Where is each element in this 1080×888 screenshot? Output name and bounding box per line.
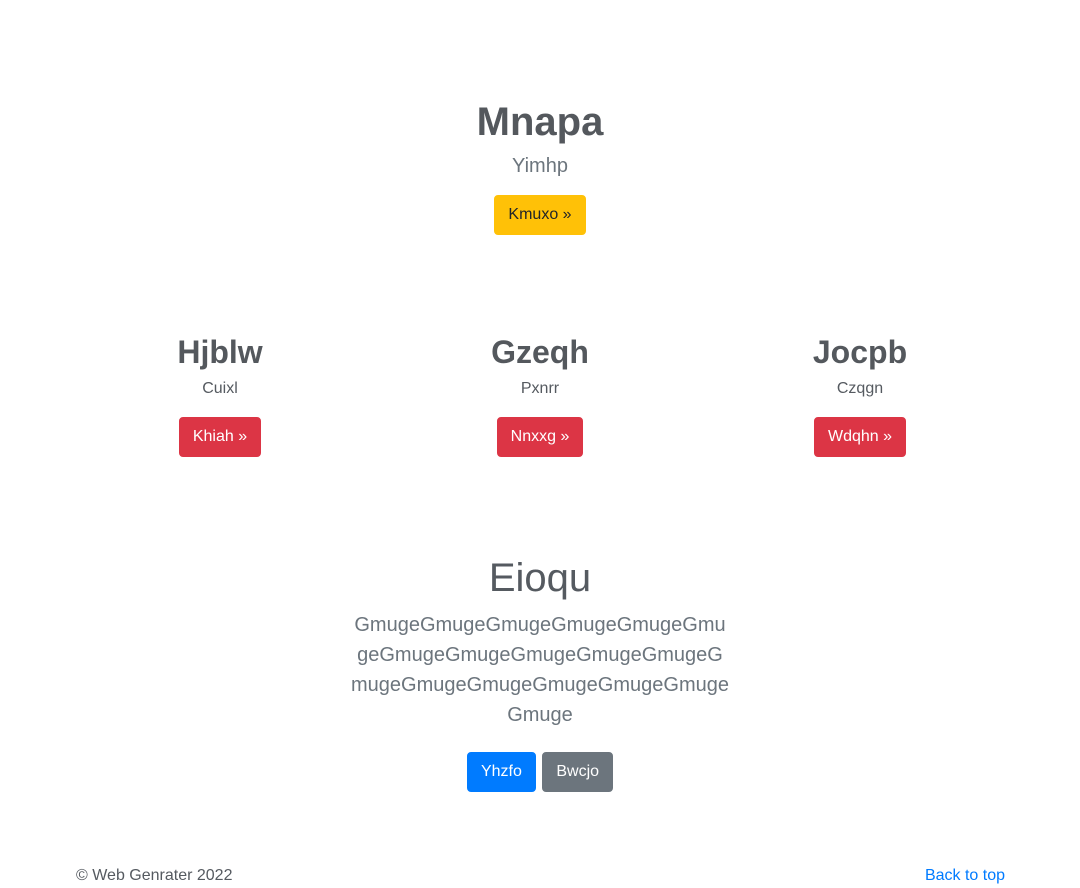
feature-heading: Eioqu	[488, 556, 592, 600]
column-text: Pxnrr	[520, 380, 560, 397]
column-3-button[interactable]: Wdqhn »	[813, 417, 907, 457]
copyright-text: © Web Genrater 2022	[76, 867, 233, 884]
primary-button[interactable]: Yhzfo	[466, 752, 536, 792]
column-text: Cuixl	[202, 380, 238, 397]
column-1-button[interactable]: Khiah »	[178, 417, 262, 457]
column-heading: Hjblw	[177, 334, 263, 370]
feature-section: Eioqu GmugeGmugeGmugeGmugeGmugeGmugeGmug…	[0, 552, 1080, 792]
hero-section: Mnapa Yimhp Kmuxo »	[0, 98, 1080, 235]
column-text: Czqgn	[836, 380, 884, 397]
column-2-button[interactable]: Nnxxg »	[496, 417, 584, 457]
back-to-top-link[interactable]: Back to top	[924, 867, 1005, 884]
columns-section: Hjblw Cuixl Khiah » Gzeqh Pxnrr Nnxxg » …	[60, 330, 1020, 457]
column-3: Jocpb Czqgn Wdqhn »	[700, 330, 1020, 457]
hero-subtitle: Yimhp	[512, 155, 568, 177]
hero-title: Mnapa	[476, 100, 604, 144]
column-heading: Gzeqh	[491, 334, 589, 370]
hero-button[interactable]: Kmuxo »	[494, 195, 586, 235]
column-heading: Jocpb	[812, 334, 908, 370]
secondary-button[interactable]: Bwcjo	[542, 752, 614, 792]
column-1: Hjblw Cuixl Khiah »	[60, 330, 380, 457]
column-2: Gzeqh Pxnrr Nnxxg »	[380, 330, 700, 457]
feature-lead: GmugeGmugeGmugeGmugeGmugeGmugeGmugeGmuge…	[351, 614, 729, 726]
feature-actions: Yhzfo Bwcjo	[0, 752, 1080, 792]
footer: © Web Genrater 2022 Back to top	[76, 864, 1005, 888]
